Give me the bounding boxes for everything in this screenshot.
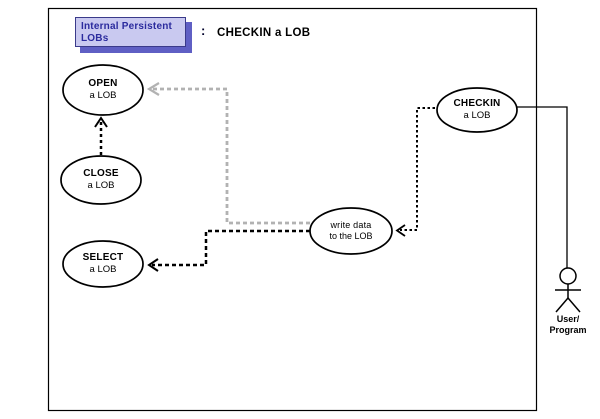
- oval-select-a-lob: [62, 240, 144, 288]
- use-case-open-line1: OPEN: [88, 78, 118, 90]
- use-case-close-label: CLOSE a LOB: [61, 157, 141, 203]
- legend-line1: Internal Persistent: [81, 21, 173, 32]
- use-case-checkin-line1: CHECKIN: [453, 98, 501, 110]
- use-case-close-line1: CLOSE: [83, 168, 119, 180]
- use-case-checkin-line2: a LOB: [463, 110, 491, 122]
- title-separator: :: [201, 23, 206, 38]
- use-case-close-line2: a LOB: [87, 180, 115, 192]
- arrowhead-select: [147, 258, 159, 272]
- diagram-frame: [47, 7, 538, 412]
- actor-figure: [555, 267, 581, 313]
- actor-label-line2: Program: [549, 325, 587, 336]
- diagram-title: CHECKIN a LOB: [217, 27, 311, 39]
- arrowhead-open-black: [94, 116, 108, 128]
- actor-leg-left: [555, 297, 569, 313]
- use-case-open-label: OPEN a LOB: [63, 66, 143, 114]
- actor-label-line1: User/: [556, 314, 580, 324]
- legend-box: Internal Persistent LOBs: [75, 17, 186, 47]
- use-case-write-line1: write data: [330, 220, 372, 231]
- actor-leg-right: [567, 297, 581, 313]
- actor-head: [559, 267, 577, 285]
- use-case-select-line1: SELECT: [82, 252, 124, 264]
- arrowhead-write: [395, 224, 406, 237]
- oval-close-a-lob: [60, 155, 142, 205]
- use-case-write-line2: to the LOB: [329, 231, 373, 241]
- association-checkin-to-actor: [516, 106, 568, 268]
- oval-checkin-a-lob: [436, 87, 518, 133]
- use-case-checkin-label: CHECKIN a LOB: [437, 89, 517, 131]
- connector-write-to-open: [152, 87, 310, 225]
- use-case-open-line2: a LOB: [89, 90, 117, 102]
- oval-write-data: [309, 207, 393, 255]
- legend-line2: LOBs: [81, 33, 109, 44]
- arrowhead-open-gray: [146, 82, 160, 96]
- use-case-write-label: write data to the LOB: [310, 209, 392, 253]
- connector-checkin-to-write: [400, 107, 435, 231]
- oval-open-a-lob: [62, 64, 144, 116]
- use-case-select-line2: a LOB: [89, 264, 117, 276]
- connector-write-to-select: [152, 229, 310, 267]
- use-case-select-label: SELECT a LOB: [63, 242, 143, 286]
- actor-label: User/ Program: [538, 314, 598, 337]
